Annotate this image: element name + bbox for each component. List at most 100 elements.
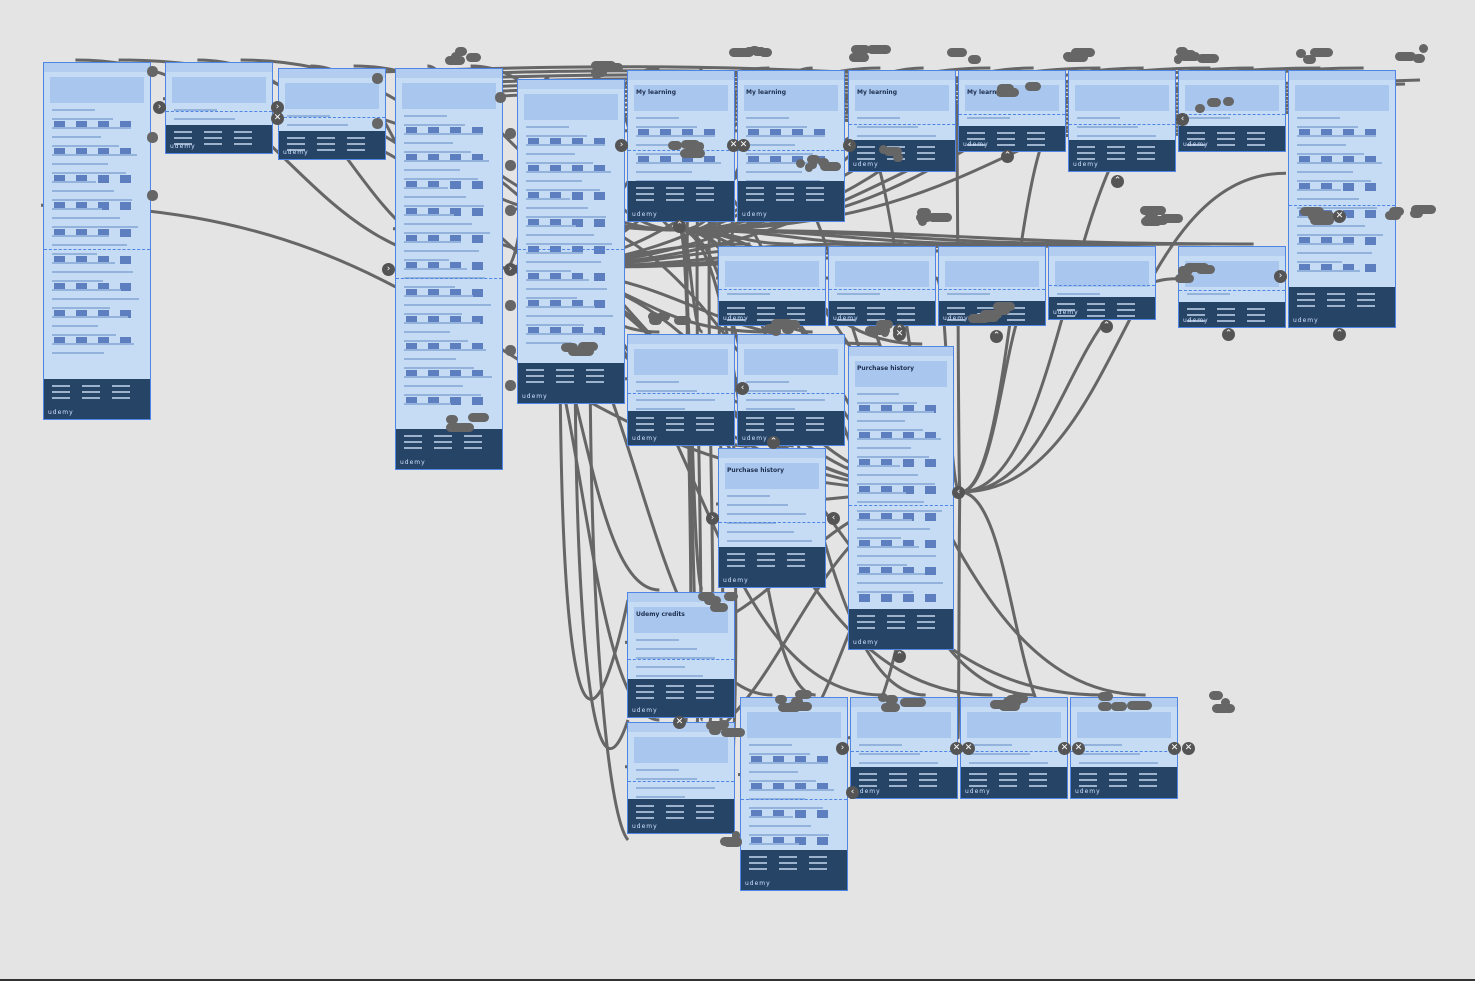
nav-handle-up-icon[interactable]: ⌃ xyxy=(893,650,906,663)
connection-node[interactable] xyxy=(147,190,158,201)
connection-node[interactable] xyxy=(705,720,728,730)
screen-frame[interactable]: udemy xyxy=(1048,246,1156,320)
screen-frame[interactable]: udemy xyxy=(1068,70,1176,172)
screen-frame[interactable]: udemy xyxy=(850,697,958,799)
connection-node[interactable] xyxy=(794,690,813,700)
connection-node[interactable] xyxy=(879,144,889,154)
screen-frame[interactable]: udemy xyxy=(828,246,936,326)
connection-node[interactable] xyxy=(708,725,721,735)
connection-node[interactable] xyxy=(900,698,926,708)
connection-node[interactable] xyxy=(495,92,506,103)
nav-handle-up-icon[interactable]: ⌃ xyxy=(767,436,780,449)
nav-handle-back-icon[interactable]: ‹ xyxy=(1176,113,1189,126)
connection-node[interactable] xyxy=(1098,702,1113,712)
connection-node[interactable] xyxy=(673,316,691,326)
screen-frame[interactable]: udemy xyxy=(1288,70,1396,328)
connection-node[interactable] xyxy=(709,602,728,612)
connection-node[interactable] xyxy=(998,701,1021,711)
nav-handle-close-icon[interactable]: ✕ xyxy=(893,328,906,341)
connection-node[interactable] xyxy=(807,155,821,165)
connection-node[interactable] xyxy=(1413,54,1426,64)
connection-node[interactable] xyxy=(774,694,787,704)
connection-node[interactable] xyxy=(1183,263,1209,273)
screen-frame[interactable]: udemy xyxy=(1070,697,1178,799)
connection-node[interactable] xyxy=(505,205,516,216)
connection-node[interactable] xyxy=(147,66,158,77)
connection-node[interactable] xyxy=(996,83,1014,93)
connection-node[interactable] xyxy=(790,696,803,706)
nav-handle-close-icon[interactable]: ✕ xyxy=(737,139,750,152)
connection-node[interactable] xyxy=(752,46,767,56)
connection-node[interactable] xyxy=(878,692,889,702)
connection-node[interactable] xyxy=(505,300,516,311)
connection-node[interactable] xyxy=(1140,206,1166,216)
connection-node[interactable] xyxy=(722,838,743,848)
connection-node[interactable] xyxy=(1177,50,1194,60)
connection-node[interactable] xyxy=(865,326,887,336)
nav-handle-forward-icon[interactable]: › xyxy=(706,512,719,525)
connection-node[interactable] xyxy=(372,73,383,84)
connection-node[interactable] xyxy=(1064,52,1088,62)
connection-node[interactable] xyxy=(720,727,746,737)
screen-frame[interactable]: udemy xyxy=(627,722,735,834)
connection-node[interactable] xyxy=(884,694,899,704)
connection-node[interactable] xyxy=(992,302,1015,312)
connection-node[interactable] xyxy=(1295,48,1306,58)
nav-handle-up-icon[interactable]: ⌃ xyxy=(990,330,1003,343)
nav-handle-forward-icon[interactable]: › xyxy=(615,139,628,152)
connection-node[interactable] xyxy=(771,327,782,337)
connection-node[interactable] xyxy=(1302,54,1316,64)
connection-node[interactable] xyxy=(455,422,475,432)
connection-node[interactable] xyxy=(1309,216,1335,226)
connection-node[interactable] xyxy=(444,55,465,65)
connection-node[interactable] xyxy=(465,53,482,63)
nav-handle-close-icon[interactable]: ✕ xyxy=(727,139,740,152)
connection-node[interactable] xyxy=(468,413,490,423)
connection-node[interactable] xyxy=(724,592,739,602)
nav-handle-close-icon[interactable]: ✕ xyxy=(1168,742,1181,755)
nav-handle-up-icon[interactable]: ⌃ xyxy=(1333,328,1346,341)
connection-node[interactable] xyxy=(880,327,889,337)
screen-frame[interactable]: udemy xyxy=(517,79,625,404)
connection-node[interactable] xyxy=(1174,55,1183,65)
connection-node[interactable] xyxy=(1024,82,1042,92)
connection-node[interactable] xyxy=(445,423,463,433)
screen-frame[interactable]: udemy xyxy=(165,62,273,154)
nav-handle-back-icon[interactable]: ‹ xyxy=(736,382,749,395)
connection-node[interactable] xyxy=(883,146,902,156)
screen-frame[interactable]: udemy xyxy=(737,334,845,446)
connection-node[interactable] xyxy=(732,831,741,841)
screen-frame[interactable]: udemy xyxy=(740,697,848,891)
connection-node[interactable] xyxy=(808,159,818,169)
connection-node[interactable] xyxy=(1410,204,1436,214)
nav-handle-up-icon[interactable]: ⌃ xyxy=(1001,150,1014,163)
connection-node[interactable] xyxy=(1070,48,1084,58)
screen-frame[interactable]: udemy xyxy=(960,697,1068,799)
connection-node[interactable] xyxy=(1098,691,1113,701)
nav-handle-back-icon[interactable]: ‹ xyxy=(952,486,965,499)
connection-node[interactable] xyxy=(978,312,999,322)
connection-node[interactable] xyxy=(1212,703,1235,713)
screen-frame[interactable]: udemy xyxy=(395,68,503,470)
connection-node[interactable] xyxy=(1299,206,1324,216)
connection-node[interactable] xyxy=(819,161,842,171)
connection-node[interactable] xyxy=(967,55,982,65)
connection-node[interactable] xyxy=(818,158,829,168)
nav-handle-forward-icon[interactable]: › xyxy=(271,101,284,114)
connection-node[interactable] xyxy=(505,128,516,139)
connection-node[interactable] xyxy=(656,311,671,321)
connection-node[interactable] xyxy=(851,45,871,55)
connection-node[interactable] xyxy=(1003,697,1023,707)
connection-node[interactable] xyxy=(567,346,594,356)
nav-handle-up-icon[interactable]: ⌃ xyxy=(1111,175,1124,188)
connection-node[interactable] xyxy=(680,149,706,159)
connection-node[interactable] xyxy=(454,46,468,56)
connection-node[interactable] xyxy=(718,720,729,730)
connection-node[interactable] xyxy=(668,141,682,151)
connection-node[interactable] xyxy=(681,140,701,150)
nav-handle-up-icon[interactable]: ⌃ xyxy=(1222,328,1235,341)
connection-node[interactable] xyxy=(1309,48,1334,58)
connection-node[interactable] xyxy=(1072,48,1096,58)
connection-node[interactable] xyxy=(1316,210,1333,220)
